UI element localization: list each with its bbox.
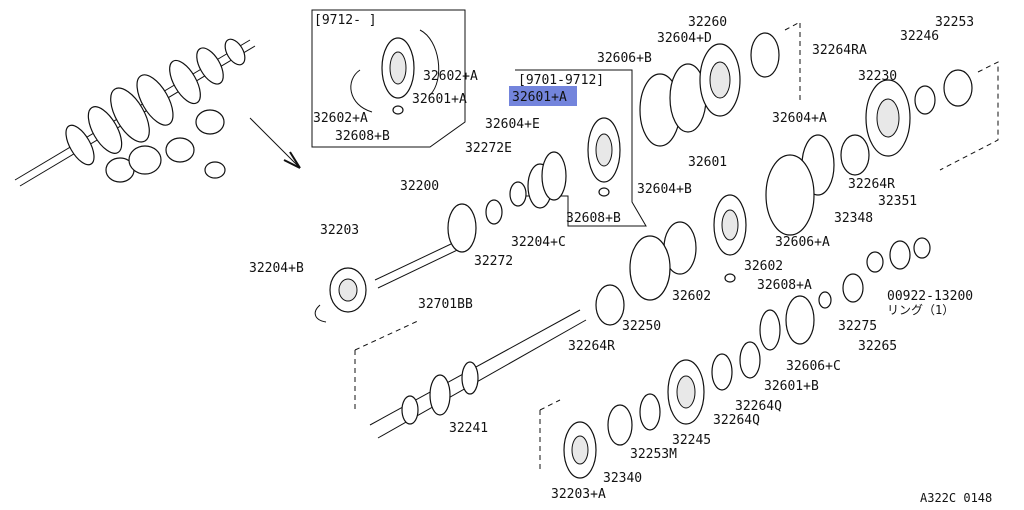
label-32260: 32260	[688, 15, 727, 30]
label-32204C: 32204+C	[511, 235, 566, 250]
label-32602-b: 32602	[672, 289, 711, 304]
inset-box-9701-9712: [9701-9712] 32601+A 32608+B	[509, 69, 647, 227]
label-32264R-mid: 32264R	[568, 339, 615, 354]
lower-gear-group: 32264Q 32264Q 32245 32253M 32340 32203+A	[539, 341, 782, 502]
label-32606A: 32606+A	[775, 235, 830, 250]
label-32701BB: 32701BB	[418, 297, 473, 312]
upper-gear-group: 32260 32604+D 32606+B 32264RA 32246 3225…	[597, 15, 999, 236]
label-32601: 32601	[688, 155, 727, 170]
label-32200: 32200	[400, 179, 439, 194]
label-32265: 32265	[858, 339, 897, 354]
label-32608A: 32608+A	[757, 278, 812, 293]
label-32601A-inset1: 32601+A	[412, 92, 467, 107]
label-32253M: 32253M	[630, 447, 677, 462]
label-32264R-top: 32264R	[848, 177, 895, 192]
label-32604D: 32604+D	[657, 31, 712, 46]
label-32250: 32250	[622, 319, 661, 334]
label-32348: 32348	[834, 211, 873, 226]
input-shaft-group: 32604+E 32272E 32200 32203 32204+B 32272…	[249, 117, 567, 323]
label-32606C: 32606+C	[786, 359, 841, 374]
inset-box-1-label: [9712- ]	[314, 13, 377, 28]
label-32601B: 32601+B	[764, 379, 819, 394]
label-32253: 32253	[935, 15, 974, 30]
reference-code: A322C 0148	[920, 491, 992, 505]
label-32608B-inset2: 32608+B	[566, 211, 621, 226]
label-32246: 32246	[900, 29, 939, 44]
label-00922: 00922-13200	[887, 289, 973, 304]
label-32602A-top: 32602+A	[423, 69, 478, 84]
label-32203A: 32203+A	[551, 487, 606, 502]
label-32241: 32241	[449, 421, 488, 436]
highlight-32601A[interactable]	[509, 86, 577, 106]
label-32264RA: 32264RA	[812, 43, 867, 58]
label-32230: 32230	[858, 69, 897, 84]
inset-box-2-label: [9701-9712]	[518, 73, 604, 88]
label-32606B: 32606+B	[597, 51, 652, 66]
label-32602A-left: 32602+A	[313, 111, 368, 126]
label-32272: 32272	[474, 254, 513, 269]
label-32272E: 32272E	[465, 141, 512, 156]
label-32204B: 32204+B	[249, 261, 304, 276]
counter-shaft-group: 32701BB 32241	[354, 297, 587, 439]
label-32604B: 32604+B	[637, 182, 692, 197]
label-32604E: 32604+E	[485, 117, 540, 132]
label-32608B-inset1: 32608+B	[335, 129, 390, 144]
label-32340: 32340	[603, 471, 642, 486]
label-32604A: 32604+A	[772, 111, 827, 126]
label-ring: リング（1）	[887, 303, 954, 317]
label-32264Q-a: 32264Q	[735, 399, 782, 414]
label-32275: 32275	[838, 319, 877, 334]
label-32601A-highlighted[interactable]: 32601+A	[512, 90, 567, 105]
inset-box-9712: [9712- ] 32602+A 32602+A 32601+A 32608+B	[311, 9, 478, 148]
synchro-group: 32601 32604+B 32606+A 32348 32351 32602 …	[568, 155, 973, 394]
label-32245: 32245	[672, 433, 711, 448]
label-32203: 32203	[320, 223, 359, 238]
label-32264Q-b: 32264Q	[713, 413, 760, 428]
label-32602-a: 32602	[744, 259, 783, 274]
overview-assembly	[14, 38, 301, 187]
label-32351: 32351	[878, 194, 917, 209]
